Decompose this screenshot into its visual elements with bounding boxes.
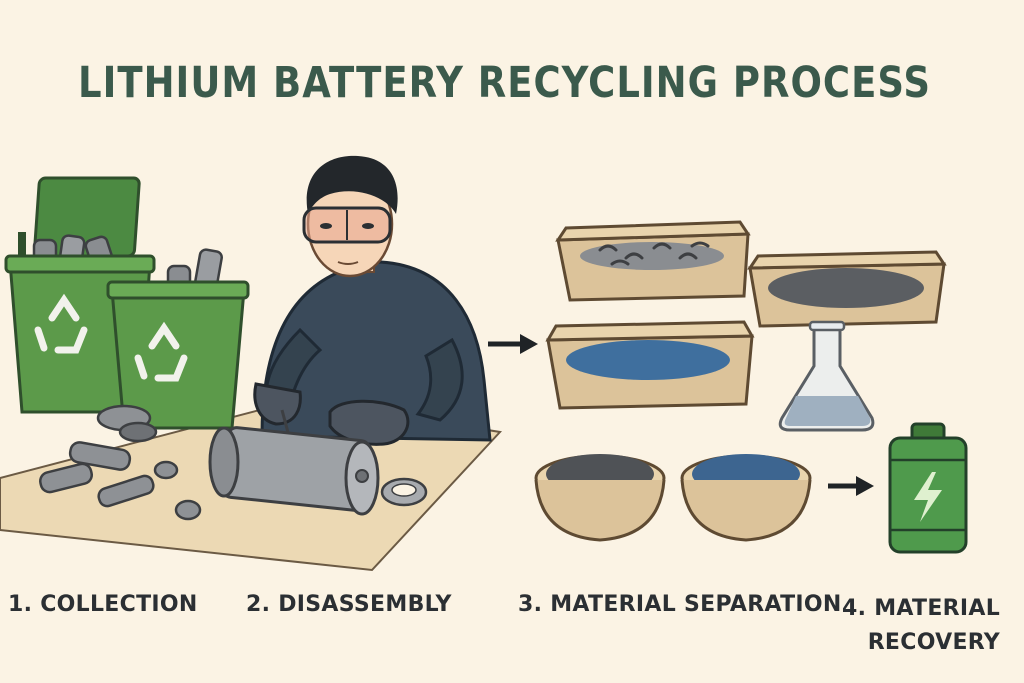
disassembly-group bbox=[208, 155, 492, 516]
material-tray-icon bbox=[555, 220, 751, 302]
bowl-icon bbox=[680, 454, 812, 542]
diagram-title: LITHIUM BATTERY RECYCLING PROCESS bbox=[78, 58, 931, 108]
recycling-bin-icon bbox=[4, 176, 156, 414]
worker-icon bbox=[253, 155, 492, 446]
recycle-symbol-icon bbox=[134, 321, 188, 382]
lightning-bolt-icon bbox=[914, 472, 942, 522]
battery-cap bbox=[380, 477, 428, 507]
step-label-material-separation: 3. MATERIAL SEPARATION bbox=[518, 592, 842, 617]
step-label-line: 4. MATERIAL bbox=[842, 596, 1001, 621]
step-label-collection: 1. COLLECTION bbox=[8, 592, 198, 617]
battery-parts bbox=[39, 404, 202, 521]
green-battery-icon bbox=[888, 422, 968, 554]
step-label-material-recovery: 4. MATERIAL RECOVERY bbox=[842, 592, 1000, 660]
material-tray-icon bbox=[545, 320, 755, 410]
safety-goggles-icon bbox=[302, 206, 392, 244]
bowl-icon bbox=[534, 454, 666, 542]
step-label-disassembly: 2. DISASSEMBLY bbox=[246, 592, 452, 617]
separation-group bbox=[534, 220, 947, 542]
recycle-symbol-icon bbox=[34, 293, 88, 354]
arrow-right-icon bbox=[828, 476, 874, 496]
recycling-bin-icon bbox=[106, 248, 250, 430]
arrow-right-icon bbox=[488, 334, 538, 354]
flask-icon bbox=[778, 320, 875, 432]
cylindrical-battery-icon bbox=[208, 426, 380, 516]
step-label-line: RECOVERY bbox=[867, 630, 1001, 655]
material-tray-icon bbox=[747, 250, 947, 328]
